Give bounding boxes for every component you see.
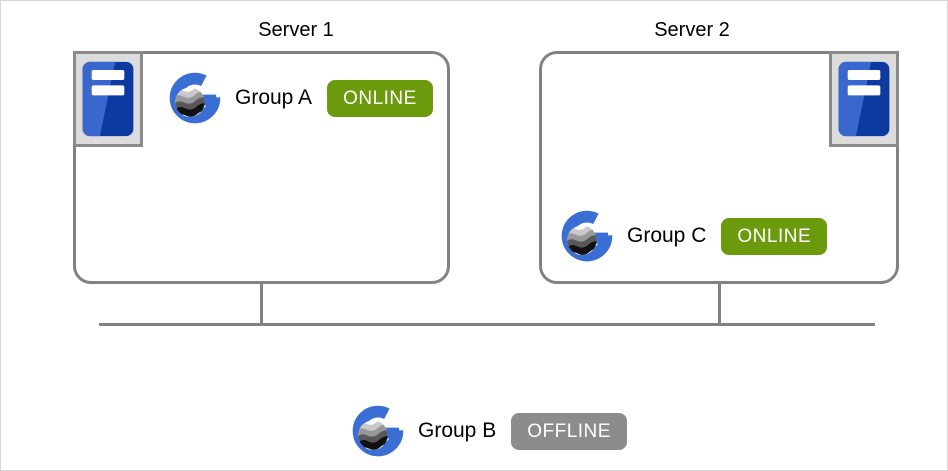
group-a-label: Group A [235,86,313,109]
group-b-row: Group B OFFLINE [351,404,627,458]
network-bus-line [99,323,875,326]
group-c-status-badge: ONLINE [721,217,828,255]
group-a-status-badge: ONLINE [327,79,433,117]
server-tower-icon [79,58,137,140]
group-c-label: Group C [627,224,707,247]
group-b-status-badge: OFFLINE [511,412,627,450]
server-1-title: Server 1 [258,19,334,41]
server-2-network-connector [718,283,721,324]
server-tower-icon [835,58,893,140]
cluster-group-icon [168,71,222,125]
cluster-group-icon [560,209,614,263]
server-2-title: Server 2 [654,19,730,41]
server-1-computer-icon-box [73,51,143,147]
server-2-computer-icon-box [829,51,899,147]
group-a-row: Group A ONLINE [168,71,433,125]
cluster-group-icon [351,404,405,458]
server-1-network-connector [260,283,263,324]
group-c-row: Group C ONLINE [560,209,828,263]
group-b-label: Group B [418,419,497,442]
